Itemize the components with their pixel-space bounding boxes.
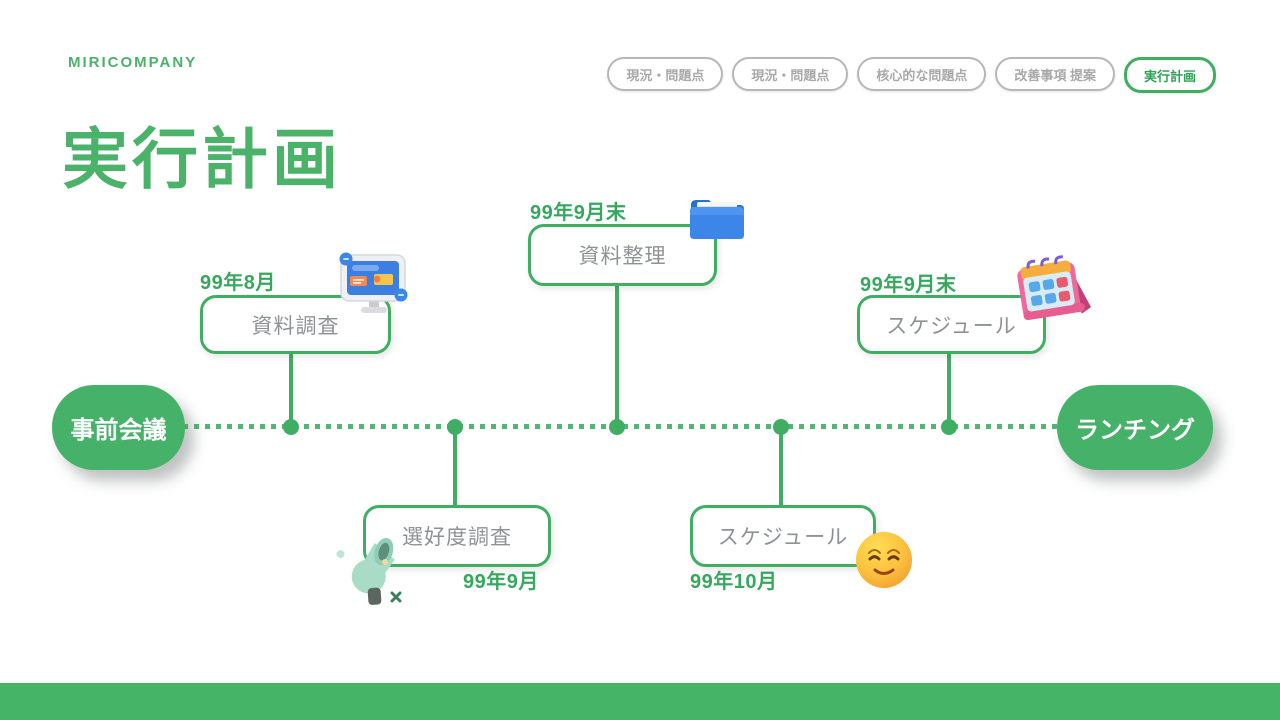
nav-pill-core-issues[interactable]: 核心的な問題点 (857, 57, 987, 91)
nav-pill-current-issues-1[interactable]: 現況・問題点 (607, 57, 724, 91)
relieved-face-icon (856, 532, 912, 588)
nav-pill-execution-plan-active[interactable]: 実行計画 (1123, 57, 1216, 93)
milestone-box-schedule-below: スケジュール (690, 505, 876, 567)
connector-5 (947, 348, 951, 427)
connector-3 (615, 280, 619, 427)
company-logo-text: MIRICOMPANY (68, 54, 198, 71)
milestone-label: 資料整理 (578, 245, 667, 268)
connector-1 (289, 348, 293, 427)
nav-pill-current-issues-2[interactable]: 現況・問題点 (732, 57, 849, 91)
footer-bar (0, 683, 1280, 720)
nav-pill-improvement-proposal[interactable]: 改善事項 提案 (995, 57, 1115, 91)
timeline-dot-2 (447, 419, 463, 435)
connector-4 (779, 427, 783, 507)
page-title: 実行計画 (62, 122, 342, 196)
timeline-start-node: 事前会議 (52, 385, 185, 470)
milestone-label: スケジュール (717, 526, 849, 549)
timeline-dot-1 (283, 419, 299, 435)
calendar-icon (1012, 253, 1094, 332)
timeline-dotted-line (150, 424, 1130, 429)
milestone-label: スケジュール (886, 314, 1017, 338)
timeline-dot-5 (941, 419, 957, 435)
milestone-label: 資料調査 (251, 314, 340, 338)
milestone-date: 99年9月 (463, 571, 539, 593)
milestone-box-senkoudo-chousa: 選好度調査 (363, 505, 551, 567)
milestone-date: 99年8月 (200, 272, 276, 294)
milestone-date: 99年9月末 (860, 274, 957, 296)
timeline-start-label: 事前会議 (70, 417, 167, 444)
section-nav: 現況・問題点 現況・問題点 核心的な問題点 改善事項 提案 実行計画 (607, 57, 1216, 93)
connector-2 (453, 427, 457, 507)
milestone-box-shiryou-seiri: 資料整理 (528, 224, 717, 286)
timeline-end-label: ランチング (1075, 417, 1195, 444)
milestone-date: 99年9月末 (530, 202, 627, 224)
megaphone-icon (332, 527, 412, 612)
timeline-end-node: ランチング (1057, 385, 1213, 470)
milestone-label: 選好度調査 (402, 526, 512, 549)
folder-icon (688, 193, 746, 248)
timeline-dot-4 (773, 419, 789, 435)
milestone-date: 99年10月 (690, 571, 778, 593)
milestone-box-schedule-above: スケジュール (857, 295, 1046, 354)
milestone-box-shiryou-chousa: 資料調査 (200, 295, 391, 354)
timeline-dot-3 (609, 419, 625, 435)
computer-monitor-icon (337, 250, 411, 323)
